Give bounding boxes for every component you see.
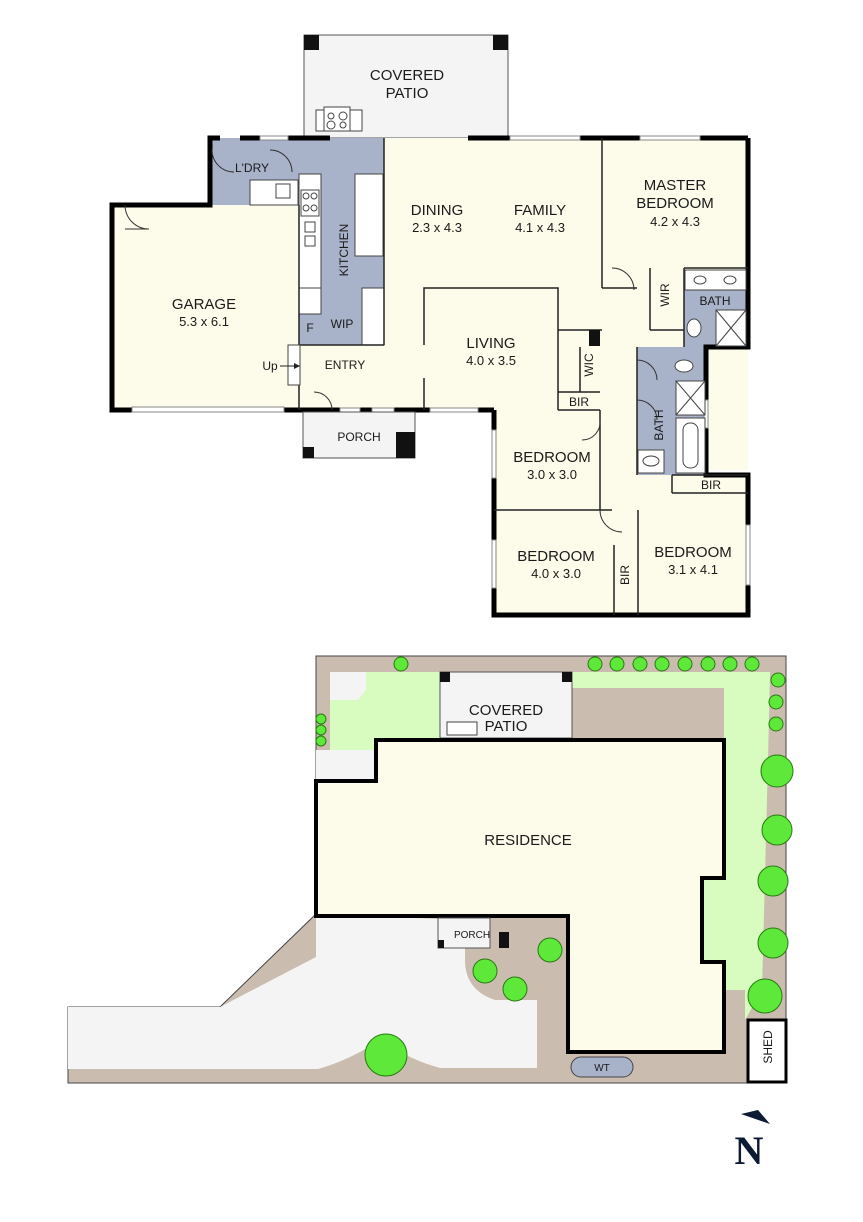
room-label-entry: ENTRY xyxy=(325,358,365,372)
svg-text:4.0 x 3.5: 4.0 x 3.5 xyxy=(466,353,516,368)
svg-text:2.3 x 4.3: 2.3 x 4.3 xyxy=(412,220,462,235)
residence-footprint xyxy=(314,738,726,1054)
north-arrow-icon xyxy=(741,1110,770,1124)
room-label-bedroom-2: BEDROOM xyxy=(513,449,591,466)
svg-text:4.2 x 4.3: 4.2 x 4.3 xyxy=(650,214,700,229)
room-label-garage: GARAGE xyxy=(172,296,236,313)
stair-up-label: Up xyxy=(262,359,278,373)
site-label-residence: RESIDENCE xyxy=(484,832,572,849)
room-label-bir-2: BIR xyxy=(701,478,721,492)
svg-text:3.1 x 4.1: 3.1 x 4.1 xyxy=(668,562,718,577)
room-label-living: LIVING xyxy=(466,335,515,352)
room-label-laundry: L'DRY xyxy=(235,161,269,175)
room-label-master-bedroom: MASTER xyxy=(644,177,707,194)
svg-text:PATIO: PATIO xyxy=(485,718,528,735)
room-label-family: FAMILY xyxy=(514,202,566,219)
site-label-shed: SHED xyxy=(761,1030,775,1064)
room-label-wip: WIP xyxy=(331,317,354,331)
room-label-bedroom-4: BEDROOM xyxy=(654,544,732,561)
room-label-bir: BIR xyxy=(569,395,589,409)
room-label-ensuite-bath: BATH xyxy=(699,294,730,308)
room-label-wir: WIR xyxy=(658,283,672,307)
svg-text:3.0 x 3.0: 3.0 x 3.0 xyxy=(527,467,577,482)
shed xyxy=(746,1018,788,1084)
north-label: N xyxy=(735,1128,764,1173)
bbq-icon xyxy=(315,106,363,132)
site-plan: COVERED PATIO RESIDENCE PORCH WT SHED xyxy=(67,655,794,1084)
svg-text:BEDROOM: BEDROOM xyxy=(636,195,714,212)
site-label-porch: PORCH xyxy=(454,930,490,941)
svg-text:4.0 x 3.0: 4.0 x 3.0 xyxy=(531,566,581,581)
water-tank xyxy=(570,1056,634,1078)
site-label-covered-patio: COVERED xyxy=(469,702,543,719)
site-label-water-tank: WT xyxy=(594,1063,610,1074)
room-label-bir-3: BIR xyxy=(618,565,632,585)
room-label-fridge: F xyxy=(306,321,313,335)
room-label-porch: PORCH xyxy=(337,430,380,444)
room-label-bath: BATH xyxy=(652,409,666,440)
room-label-wic: WIC xyxy=(582,353,596,377)
room-label-kitchen: KITCHEN xyxy=(337,224,351,277)
room-label-bedroom-3: BEDROOM xyxy=(517,548,595,565)
floor-plan: COVERED PATIO L'DRY KITCHEN DINING 2.3 x… xyxy=(109,34,751,618)
svg-text:PATIO: PATIO xyxy=(386,85,429,102)
tree-icons xyxy=(315,656,794,1077)
room-label-dining: DINING xyxy=(411,202,464,219)
svg-text:4.1 x 4.3: 4.1 x 4.3 xyxy=(515,220,565,235)
svg-text:5.3 x 6.1: 5.3 x 6.1 xyxy=(179,314,229,329)
room-label-covered-patio: COVERED xyxy=(370,67,444,84)
north-compass: N xyxy=(735,1110,770,1173)
